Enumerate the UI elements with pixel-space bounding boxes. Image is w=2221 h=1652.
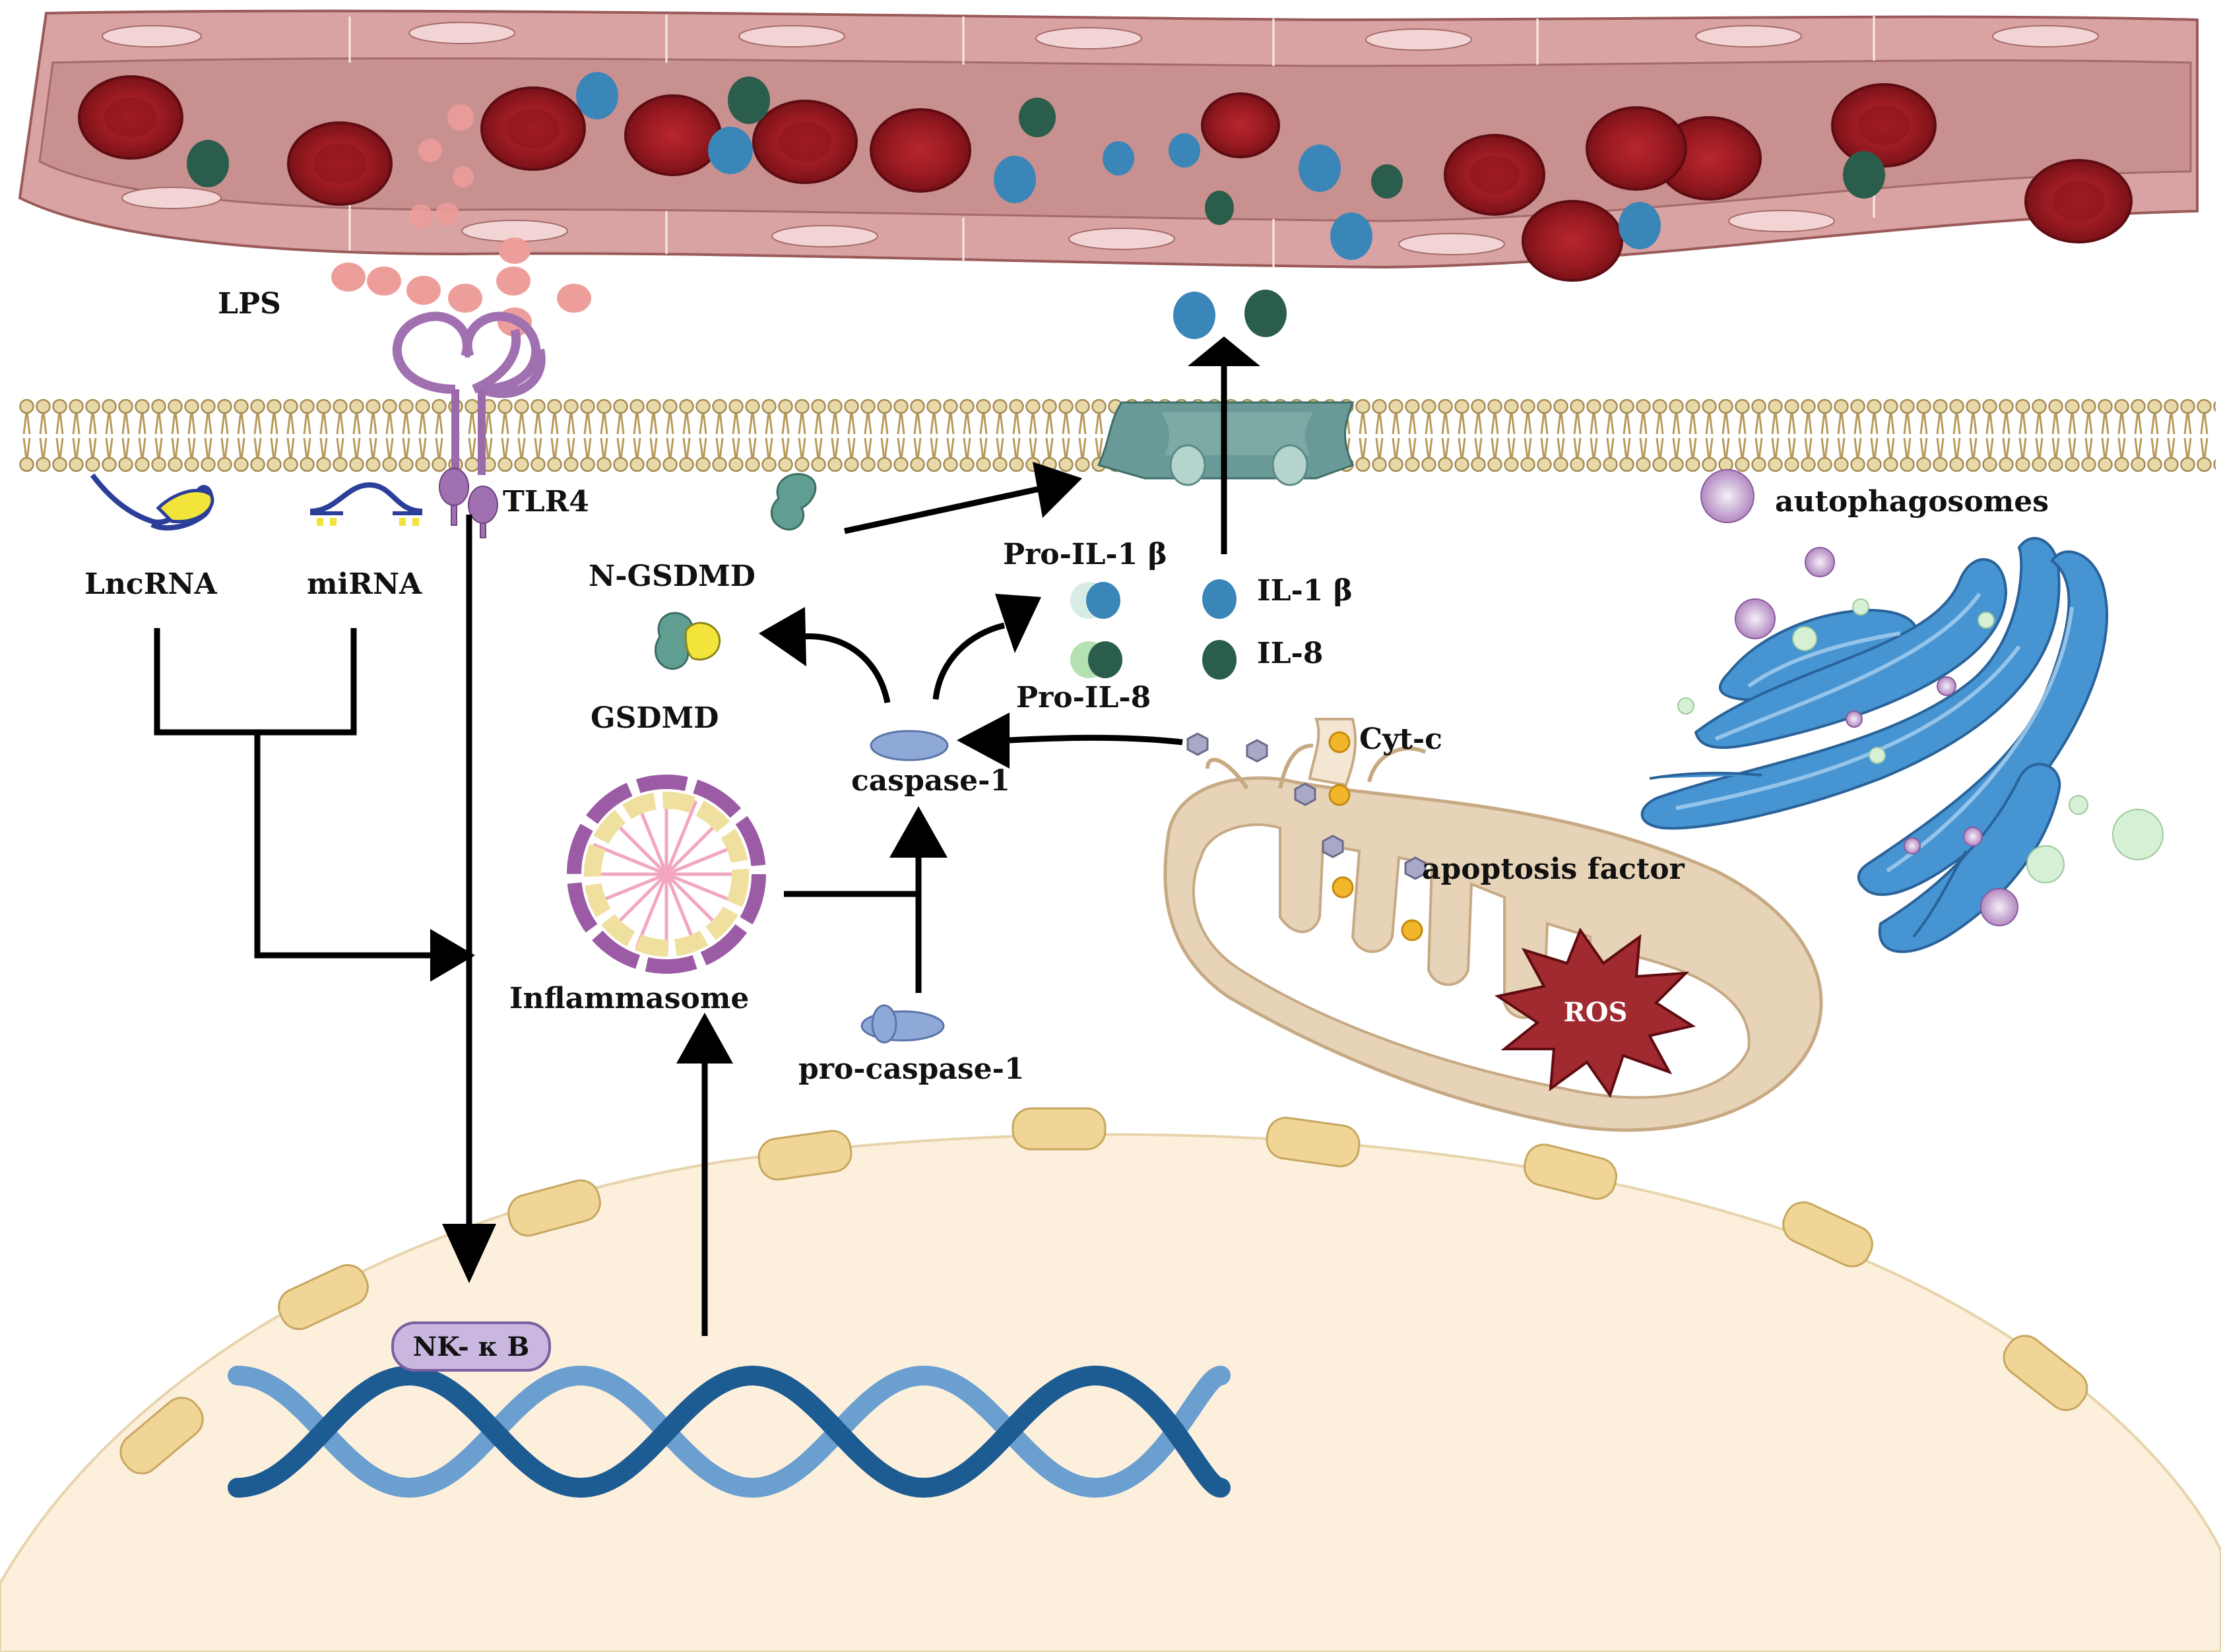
regulation-arrows [154, 515, 708, 1336]
green-vesicles [1677, 598, 2164, 883]
il-1b-in-blood [576, 72, 1661, 260]
tlr4-domains [439, 468, 498, 538]
inflammasome-label: Inflammasome [509, 982, 749, 1015]
lncrna-label: LncRNA [84, 567, 218, 601]
gsdmd-icon [654, 612, 721, 670]
cleavage-arrow-heads [759, 462, 1082, 769]
pro-il-1b-icon [1070, 582, 1120, 619]
tlr4-receptor [392, 311, 546, 475]
blood-vessel [18, 9, 2199, 282]
lncrna-icon [90, 473, 214, 530]
mirna-label: miRNA [307, 567, 422, 601]
red-blood-cells [78, 75, 2133, 282]
cleavage-arrows [801, 485, 1183, 746]
nfkb-badge [391, 1321, 551, 1372]
il-1b-label: IL-1 β [1257, 574, 1353, 608]
pro-il-1b-label: Pro-IL-1 β [1003, 538, 1167, 571]
lps-label: LPS [218, 287, 281, 321]
secretion-arrow-head [1188, 336, 1260, 366]
apoptosis-factor-label: apoptosis factor [1422, 852, 1685, 886]
nucleus [0, 1133, 2221, 1652]
n-gsdmd-icon [770, 472, 817, 531]
il-8-in-blood [187, 77, 1885, 225]
arrow-heads-left [430, 929, 733, 1283]
arrow-to-caspase [889, 806, 948, 858]
caspase-1-label: caspase-1 [851, 764, 1010, 798]
apoptosis-factor-hexagons [1186, 732, 1427, 880]
il-8-icon [1202, 640, 1237, 680]
pro-il-8-label: Pro-IL-8 [1016, 681, 1151, 715]
inflammasome-icon [567, 775, 766, 974]
ros-burst-icon [1494, 927, 1696, 1098]
nfkb-label: NK- κ B [413, 1331, 530, 1362]
cyt-c-label: Cyt-c [1359, 722, 1442, 756]
pro-caspase-1-icon [860, 1004, 945, 1044]
gsdmd-label: GSDMD [591, 701, 719, 735]
autophagosome-vesicles [1700, 469, 2018, 926]
autophagosomes-label: autophagosomes [1775, 485, 2049, 519]
cyt-c-dots [1328, 731, 1423, 941]
caspase-activation-arrows [784, 858, 922, 993]
released-il-1b [1173, 292, 1215, 339]
tlr4-label: TLR4 [503, 485, 589, 519]
il-8-label: IL-8 [1257, 637, 1323, 670]
released-il-8 [1244, 290, 1287, 337]
mirna-icon [309, 482, 423, 526]
caspase-1-icon [870, 730, 949, 761]
ros-label: ROS [1564, 997, 1628, 1028]
il-1b-icon [1202, 579, 1237, 619]
pro-il-8-icon [1070, 641, 1122, 678]
pro-caspase-1-label: pro-caspase-1 [798, 1052, 1025, 1086]
nuclear-pores [119, 1107, 2088, 1475]
golgi-apparatus [1640, 536, 2109, 953]
n-gsdmd-label: N-GSDMD [589, 559, 756, 593]
dna-helix [228, 1365, 1231, 1498]
